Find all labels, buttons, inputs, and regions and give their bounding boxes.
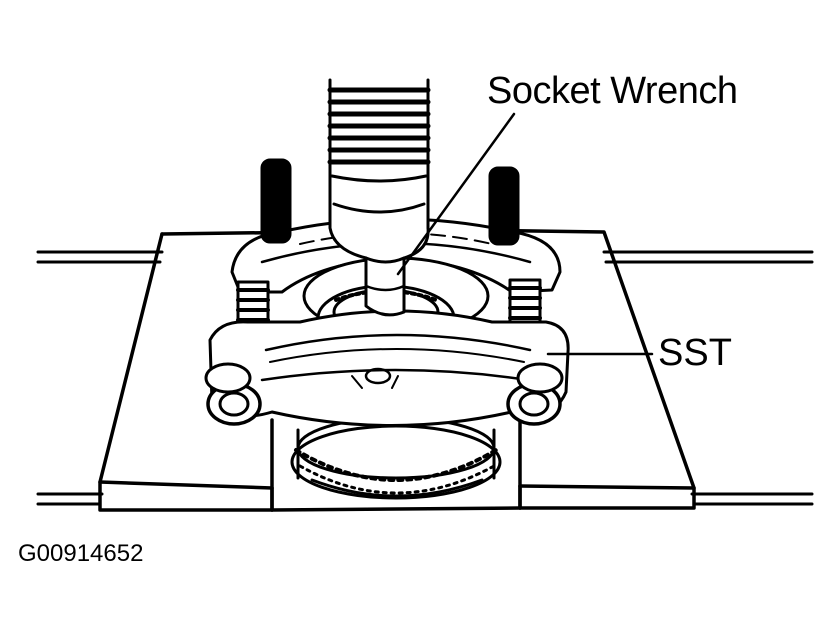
socket-wrench xyxy=(327,78,431,317)
sst-lower-plate xyxy=(208,309,570,427)
nut-left xyxy=(204,362,262,426)
label-sst: SST xyxy=(658,332,732,374)
leader-socket-wrench xyxy=(396,112,516,276)
figure-code: G00914652 xyxy=(18,540,144,567)
bench-rail-left xyxy=(36,250,164,506)
threaded-rod-left xyxy=(236,158,292,342)
nut-right xyxy=(506,362,564,426)
bench-rail-right xyxy=(602,250,814,506)
label-socket-wrench: Socket Wrench xyxy=(487,70,738,112)
press-base-plate xyxy=(98,228,696,512)
gear-assembly xyxy=(290,416,502,500)
